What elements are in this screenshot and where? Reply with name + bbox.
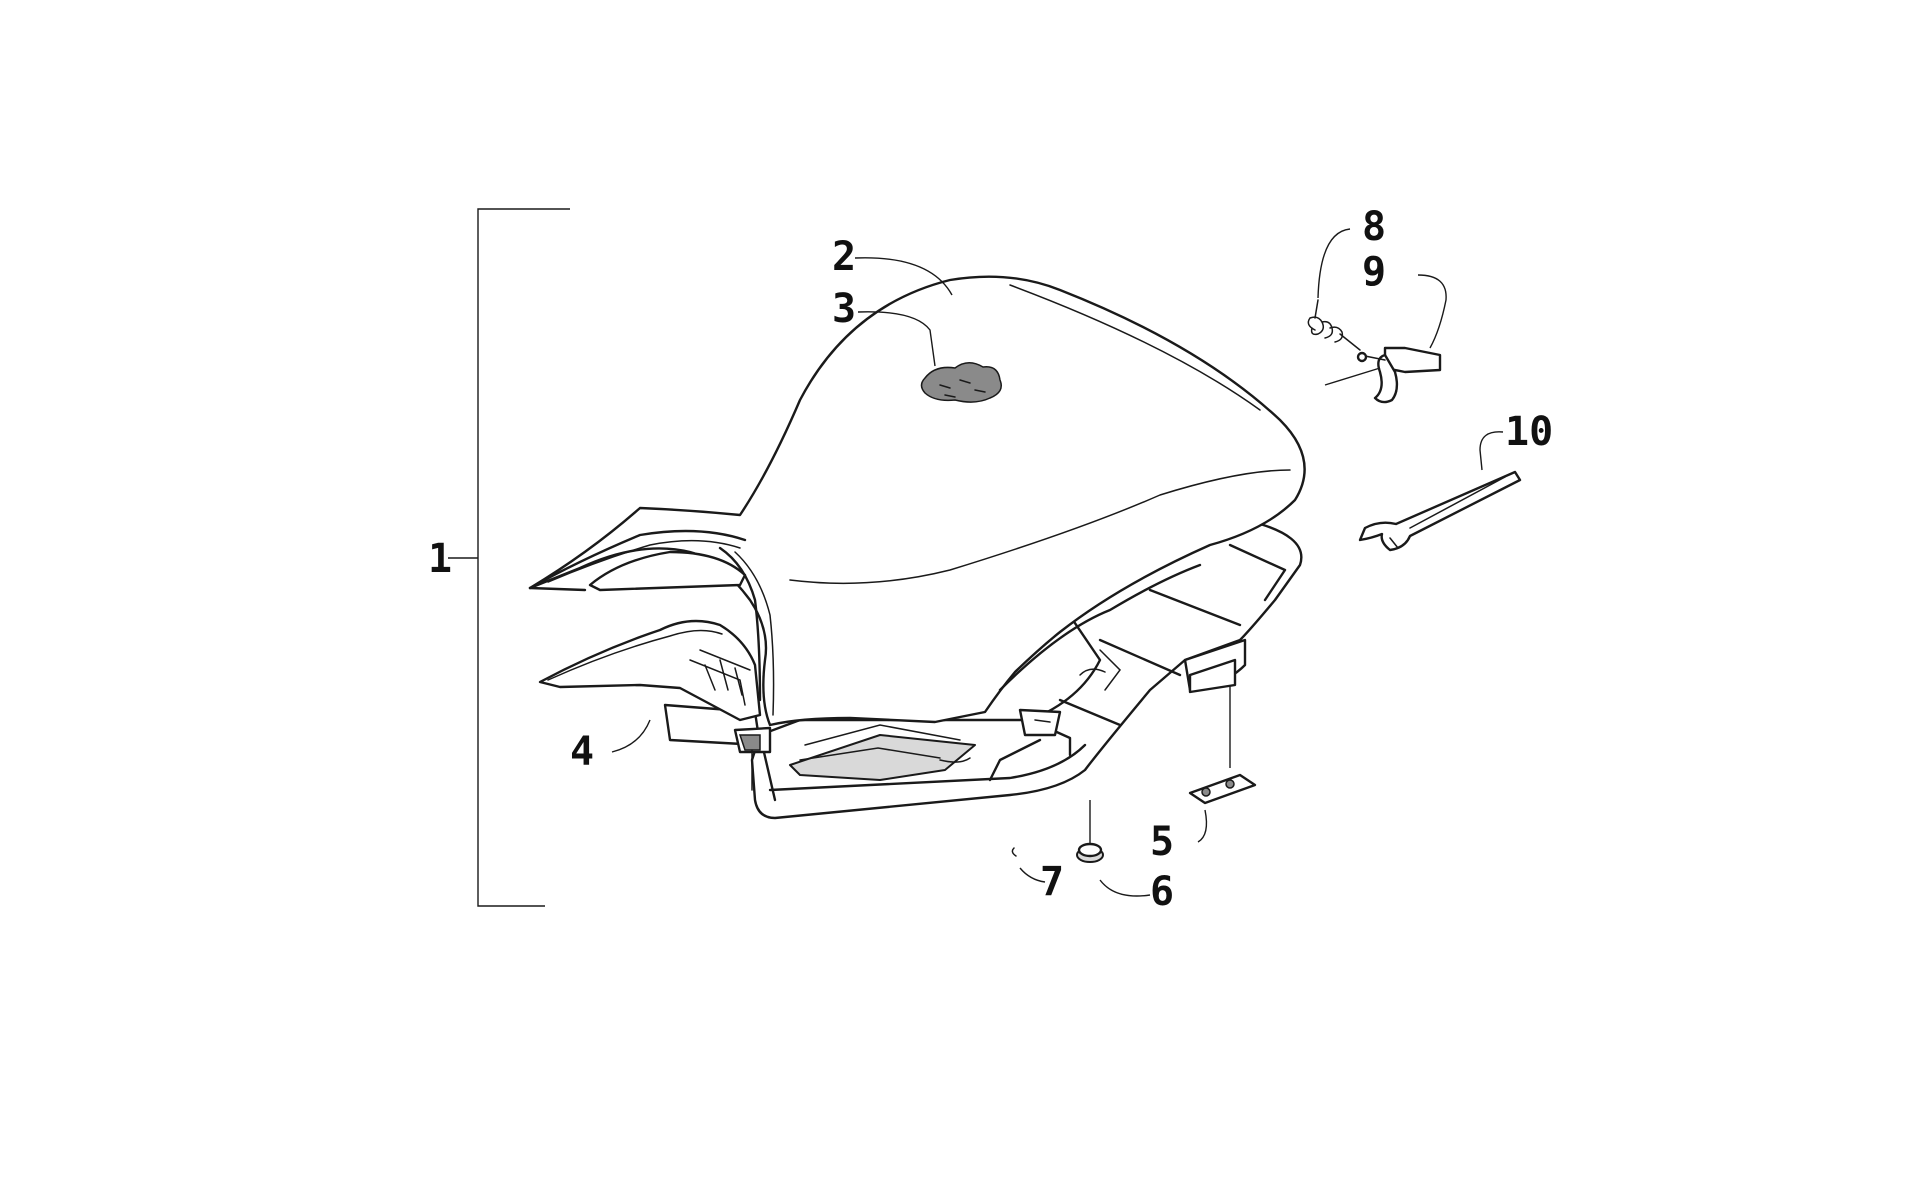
callout-labels: 1 2 3 4 5 6 7 8 9 10 bbox=[428, 204, 1553, 915]
callout-10: 10 bbox=[1505, 409, 1553, 455]
bracket-plate bbox=[1188, 773, 1257, 805]
seat-cover bbox=[528, 275, 1306, 727]
callout-6: 6 bbox=[1150, 869, 1174, 915]
latch-lever bbox=[1356, 346, 1442, 404]
grommet bbox=[1076, 842, 1104, 863]
leader-lines bbox=[611, 228, 1504, 897]
callout-9: 9 bbox=[1362, 249, 1386, 295]
foam-patch bbox=[920, 362, 1002, 403]
seat-wrench bbox=[1358, 470, 1522, 552]
front-lower-panel bbox=[538, 619, 762, 722]
pin bbox=[1011, 847, 1017, 857]
seat-base-pan bbox=[663, 518, 1303, 820]
assembly-bracket bbox=[448, 208, 570, 907]
callout-1: 1 bbox=[428, 536, 452, 582]
callout-2: 2 bbox=[832, 234, 856, 280]
callout-4: 4 bbox=[570, 729, 594, 775]
callout-3: 3 bbox=[832, 286, 856, 332]
callout-7: 7 bbox=[1040, 859, 1064, 905]
latch-spring bbox=[1307, 299, 1361, 351]
callout-8: 8 bbox=[1362, 204, 1386, 250]
callout-5: 5 bbox=[1150, 819, 1174, 865]
